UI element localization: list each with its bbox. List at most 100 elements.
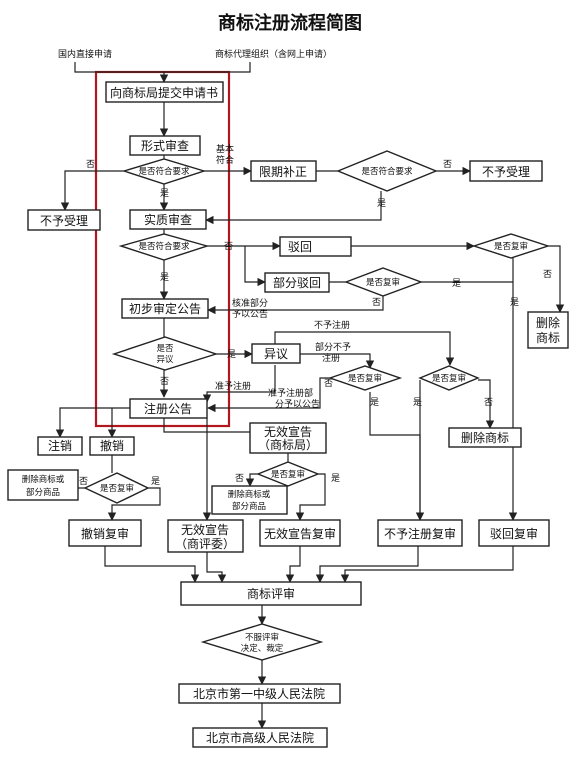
- label-basic-a: 基本: [216, 143, 234, 155]
- label-basic-b: 符合: [216, 154, 234, 166]
- label-no-9: 否: [79, 476, 88, 487]
- label-yes-3: 是: [160, 272, 169, 283]
- node-invalidation-trademark-office: 无效宣告 （商标局）: [249, 422, 327, 454]
- node-refusal-reexamination: 不予注册复审: [377, 519, 463, 547]
- node-delete-mark-1: 删除 商标: [527, 311, 569, 349]
- node-reject: 驳回: [279, 236, 352, 257]
- node-registration-notice: 注册公告: [129, 398, 208, 419]
- decision-reexamination-1: 是否复审: [471, 233, 551, 259]
- label-approve-partial-a: 核准部分: [232, 297, 268, 309]
- decision-meets-requirements-1: 是否符合要求: [121, 158, 207, 185]
- decision-meets-requirements-2: 是否符合要求: [336, 150, 438, 192]
- label-partial-no-a: 部分不予: [315, 341, 351, 353]
- page-title: 商标注册流程简图: [218, 12, 362, 34]
- label-yes-1: 是: [160, 188, 169, 199]
- decision-meets-requirements-2-label: 是否符合要求: [361, 166, 413, 177]
- decision-meets-requirements-3: 是否符合要求: [118, 233, 210, 261]
- node-registration-notice-label: 注册公告: [144, 401, 192, 416]
- decision-meets-requirements-1-label: 是否符合要求: [138, 166, 190, 177]
- label-yes-7: 是: [370, 397, 379, 408]
- label-no-8: 否: [484, 397, 493, 408]
- decision-meets-requirements-3-label: 是否符合要求: [138, 241, 190, 252]
- node-formal-review-label: 形式审查: [141, 138, 189, 153]
- node-cancel-registration: 注销: [37, 436, 83, 456]
- decision-objection: 是否 异议: [111, 336, 219, 371]
- node-delete-partial-mid-label-b: 部分商品: [232, 501, 266, 512]
- node-rejection-reexam-label: 驳回复审: [490, 526, 538, 541]
- decision-objection-label-a: 是否: [156, 344, 174, 354]
- node-invalidation-board-label-b: （商评委）: [175, 536, 235, 551]
- node-trademark-review: 商标评审: [180, 581, 362, 606]
- label-no-4: 否: [543, 269, 552, 280]
- node-formal-review: 形式审查: [129, 135, 201, 156]
- node-rejection-reexamination: 驳回复审: [478, 519, 550, 547]
- node-substantive-review: 实质审查: [129, 209, 207, 230]
- node-not-accepted-left: 不予受理: [27, 209, 101, 231]
- node-invalidation-tm-label-a: 无效宣告: [264, 424, 312, 439]
- node-objection: 异议: [251, 343, 301, 364]
- node-not-accepted-right: 不予受理: [469, 160, 543, 182]
- decision-reexamination-6-label: 是否复审: [271, 469, 305, 480]
- decision-reexamination-4-label: 是否复审: [432, 373, 466, 384]
- node-cancel-registration-label: 注销: [48, 438, 72, 453]
- label-yes-9: 是: [151, 476, 160, 487]
- label-no-7: 否: [324, 378, 333, 389]
- decision-reexamination-2: 是否复审: [344, 267, 424, 297]
- label-yes-10: 是: [331, 473, 340, 484]
- node-deadline-correction-label: 限期补正: [259, 165, 307, 179]
- label-no-10: 否: [235, 473, 244, 484]
- node-revocation-reexamination: 撤销复审: [68, 519, 142, 547]
- node-delete-mark-1-label-a: 删除: [536, 315, 560, 330]
- node-revoke-label: 撤销: [100, 438, 124, 453]
- node-invalidation-board-label-a: 无效宣告: [181, 522, 229, 537]
- node-preliminary-approval-notice: 初步审定公告: [121, 298, 209, 319]
- label-no-5: 否: [372, 297, 381, 308]
- node-delete-partial-mid-label-a: 删除商标或: [228, 489, 271, 500]
- node-submit-application: 向商标局提交申请书: [105, 81, 224, 103]
- decision-disagree-label-a: 不服评审: [245, 632, 279, 643]
- node-invalidation-tm-label-b: （商标局）: [258, 437, 318, 452]
- label-yes-5: 是: [452, 278, 461, 289]
- decision-reexamination-1-label: 是否复审: [494, 241, 528, 252]
- node-delete-mark-1-label-b: 商标: [536, 330, 560, 345]
- node-delete-mark-or-goods-left: 删除商标或 部分商品: [7, 469, 79, 501]
- label-approve-partial-reg-b: 分予以公告: [275, 398, 320, 410]
- decision-objection-label-b: 异议: [156, 355, 174, 365]
- node-delete-mark-or-goods-mid: 删除商标或 部分商品: [211, 485, 288, 515]
- node-reject-label: 驳回: [288, 240, 312, 254]
- node-delete-mark-2: 删除商标: [448, 427, 522, 448]
- decision-reexamination-4: 是否复审: [418, 365, 480, 391]
- node-preliminary-notice-label: 初步审定公告: [129, 301, 201, 316]
- node-substantive-review-label: 实质审查: [144, 212, 192, 227]
- node-delete-partial-left-label-a: 删除商标或: [22, 474, 65, 485]
- decision-reexamination-5: 是否复审: [83, 472, 150, 504]
- node-submit-label: 向商标局提交申请书: [110, 85, 218, 100]
- label-no-6: 否: [160, 376, 169, 387]
- node-trademark-review-label: 商标评审: [247, 586, 295, 601]
- edge-labels: 否 基本 符合 是 否 是 否 是 否 是 是 否 核准部分 予以公告 是 否 …: [79, 143, 552, 487]
- node-deadline-correction: 限期补正: [250, 160, 317, 182]
- decision-disagree-label-b: 决定、裁定: [241, 643, 284, 654]
- node-court-2-label: 北京市高级人民法院: [206, 730, 314, 745]
- label-approve-partial-b: 予以公告: [232, 308, 268, 320]
- node-not-accepted-left-label: 不予受理: [40, 214, 88, 228]
- decision-disagree-with-decision: 不服评审 决定、裁定: [200, 623, 324, 661]
- label-no-register: 不予注册: [314, 319, 350, 331]
- node-not-accepted-right-label: 不予受理: [482, 165, 530, 179]
- decision-reexamination-5-label: 是否复审: [100, 483, 134, 494]
- label-partial-no-b: 注册: [322, 352, 340, 364]
- label-yes-8: 是: [413, 397, 422, 408]
- label-no-1: 否: [86, 159, 95, 170]
- node-objection-label: 异议: [264, 347, 288, 361]
- node-invalidation-review-board: 无效宣告 （商评委）: [167, 519, 244, 553]
- label-no-3: 否: [224, 241, 233, 252]
- node-delete-mark-2-label: 删除商标: [461, 430, 509, 445]
- label-approve-partial-reg-a: 准予注册部: [268, 387, 313, 399]
- node-partial-reject: 部分驳回: [264, 272, 330, 293]
- label-yes-2: 是: [377, 198, 386, 209]
- node-invalidation-reexamination: 无效宣告复审: [259, 519, 341, 547]
- node-revoke: 撤销: [89, 436, 135, 456]
- label-yes-4: 是: [510, 297, 519, 308]
- node-beijing-first-intermediate-court: 北京市第一中级人民法院: [178, 683, 341, 704]
